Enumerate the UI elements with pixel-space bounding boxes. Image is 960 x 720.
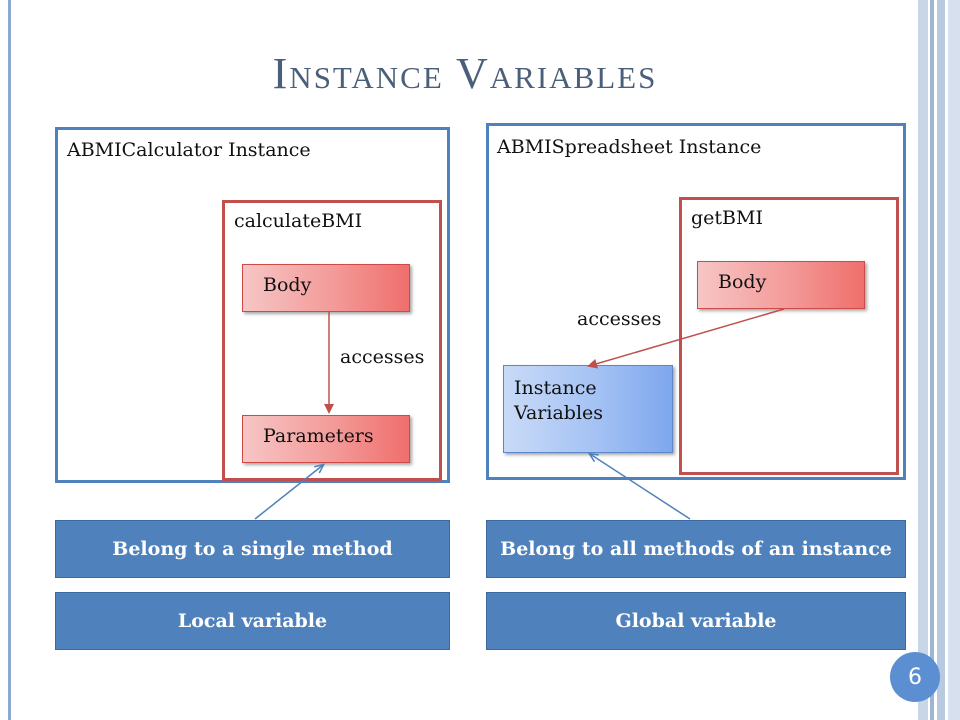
left-accesses-label: accesses [340,346,425,368]
instance-variables-line2: Variables [514,401,604,424]
right-decorative-stripes [918,0,960,720]
page-number-badge: 6 [890,652,940,702]
getbmi-label: getBMI [691,207,763,229]
instance-variables-box: Instance Variables [503,365,673,453]
left-body-box: Body [242,264,410,312]
right-accesses-label: accesses [577,308,662,330]
right-accesses-arrow [587,308,785,369]
abmispreadsheet-instance-label: ABMISpreadsheet Instance [497,136,762,158]
left-decorative-rule [8,0,11,720]
instance-variables-line1: Instance [514,377,597,399]
abmicalculator-instance-label: ABMICalculator Instance [67,139,311,161]
parameters-box: Parameters [242,415,410,463]
global-variable-band: Global variable [486,592,906,650]
local-scope-arrow [254,465,323,520]
global-scope-arrow [590,454,691,520]
getbmi-method-box [679,197,899,475]
right-body-box: Body [697,261,865,309]
calculatebmi-label: calculateBMI [234,210,363,232]
belong-single-method-band: Belong to a single method [55,520,450,578]
belong-all-methods-band: Belong to all methods of an instance [486,520,906,578]
local-variable-band: Local variable [55,592,450,650]
slide-title: Instance Variables [272,49,658,98]
